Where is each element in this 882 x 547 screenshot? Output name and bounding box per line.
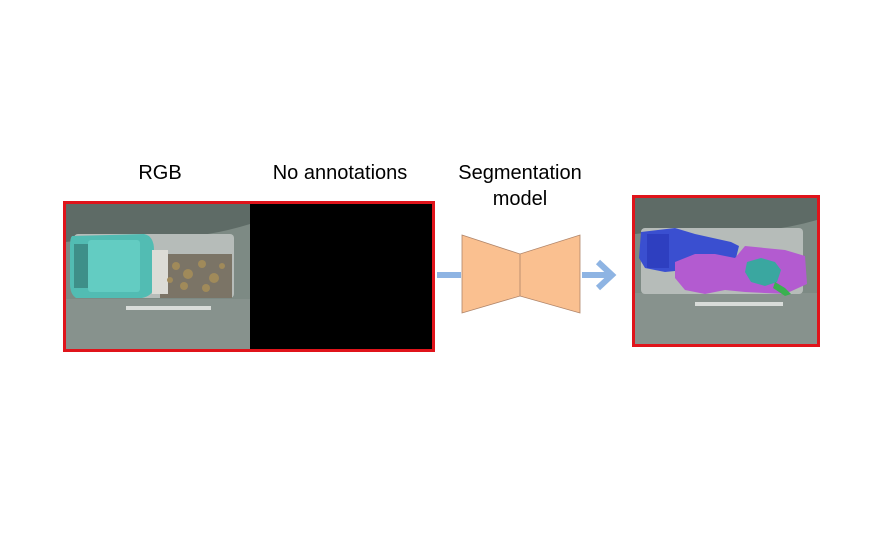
no-annotations-label: No annotations bbox=[272, 162, 408, 184]
model-icon bbox=[461, 234, 581, 314]
input-composite bbox=[66, 204, 432, 349]
arrow-icon bbox=[595, 259, 617, 291]
input-image-frame bbox=[63, 201, 435, 352]
segmentation-output bbox=[635, 198, 817, 344]
rgb-image bbox=[66, 204, 250, 349]
no-annotations-mask bbox=[250, 204, 432, 349]
segmentation-model-label: Segmentation model bbox=[458, 162, 582, 210]
rgb-label: RGB bbox=[138, 162, 182, 184]
output-segmentation-frame bbox=[632, 195, 820, 347]
